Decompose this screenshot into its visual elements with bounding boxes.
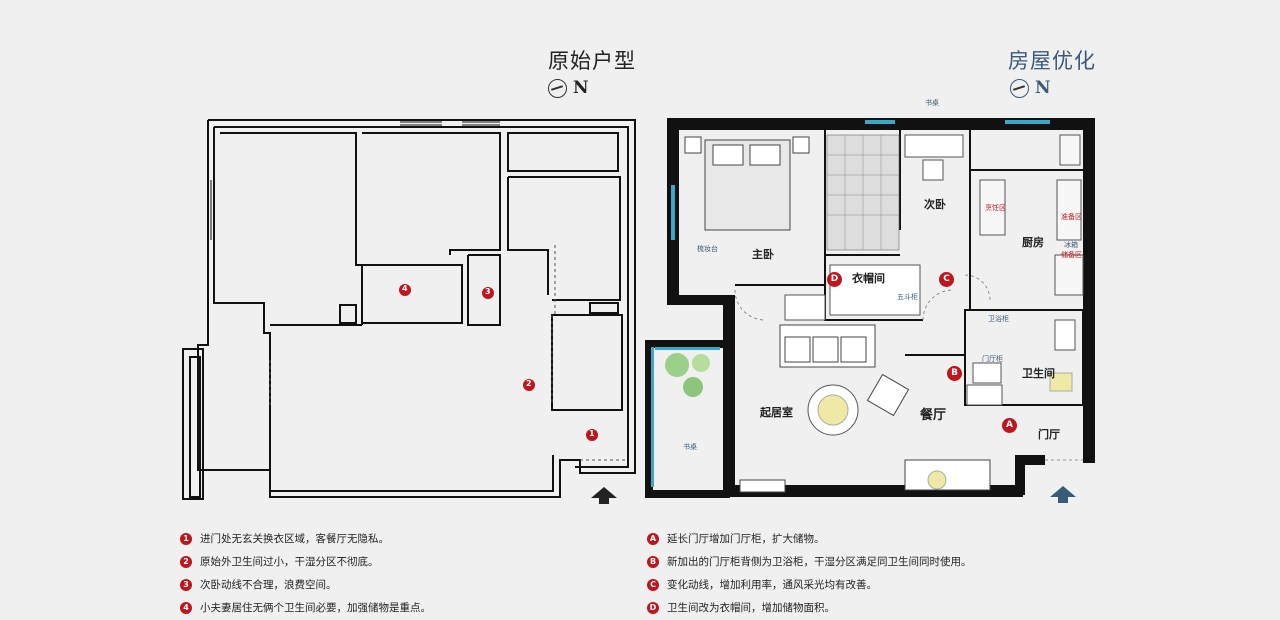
room-foyer: 门厅	[1038, 428, 1060, 441]
original-plan-title: 原始户型	[548, 49, 636, 73]
note-text: 原始外卫生间过小，干湿分区不彻底。	[200, 556, 379, 568]
note-item: B 新加出的门厅柜背侧为卫浴柜，干湿分区满足同卫生间同时使用。	[647, 550, 972, 573]
original-marker-4	[399, 284, 411, 296]
room-dining: 餐厅	[920, 408, 947, 423]
label-dressing-table: 梳妆台	[697, 245, 718, 253]
room-bathroom: 卫生间	[1022, 367, 1055, 380]
note-marker: 2	[180, 555, 192, 568]
north-indicator-left: N	[548, 78, 589, 98]
label-cooking-area: 烹饪区	[985, 204, 1006, 212]
north-indicator-right: N	[1010, 78, 1051, 98]
note-marker: B	[647, 555, 659, 568]
label-fridge: 冰箱	[1064, 241, 1078, 249]
optimized-marker-d: D	[827, 272, 842, 287]
note-item: 2 原始外卫生间过小，干湿分区不彻底。	[180, 550, 431, 573]
note-text: 进门处无玄关换衣区域，客餐厅无隐私。	[200, 533, 389, 545]
notes-left: 1 进门处无玄关换衣区域，客餐厅无隐私。 2 原始外卫生间过小，干湿分区不彻底。 3…	[180, 527, 431, 619]
optimized-marker-c: C	[939, 272, 954, 287]
note-text: 变化动线，增加利用率，通风采光均有改善。	[667, 579, 877, 591]
note-marker: A	[647, 532, 659, 545]
notes-right: A 延长门厅增加门厅柜，扩大储物。 B 新加出的门厅柜背侧为卫浴柜，干湿分区满足同卫…	[647, 527, 972, 619]
note-marker: 3	[180, 578, 192, 591]
note-text: 卫生间改为衣帽间，增加储物面积。	[667, 602, 835, 614]
room-second-bedroom: 次卧	[924, 198, 946, 211]
note-marker: C	[647, 578, 659, 591]
note-item: D 卫生间改为衣帽间，增加储物面积。	[647, 596, 972, 619]
note-text: 延长门厅增加门厅柜，扩大储物。	[667, 533, 825, 545]
label-desk-top: 书桌	[925, 99, 939, 107]
room-cloakroom: 衣帽间	[852, 272, 885, 285]
optimized-plan-title: 房屋优化	[1008, 49, 1096, 73]
label-storage-area: 储备区	[1061, 251, 1082, 259]
entry-arrow-left	[591, 487, 617, 504]
optimized-marker-b: B	[947, 366, 962, 381]
north-label: N	[573, 78, 589, 98]
note-marker: 4	[180, 601, 192, 614]
room-kitchen: 厨房	[1022, 236, 1044, 249]
original-marker-3-label: 3	[485, 287, 491, 296]
note-item: A 延长门厅增加门厅柜，扩大储物。	[647, 527, 972, 550]
original-marker-2	[523, 379, 535, 391]
note-marker: D	[647, 601, 659, 614]
original-marker-2-label: 2	[526, 379, 532, 388]
original-marker-1	[586, 429, 598, 441]
note-marker: 1	[180, 532, 192, 545]
original-marker-4-label: 4	[402, 284, 408, 293]
label-chest: 五斗柜	[897, 293, 918, 301]
note-text: 次卧动线不合理，浪费空间。	[200, 579, 337, 591]
note-item: 4 小夫妻居住无俩个卫生间必要，加强储物是重点。	[180, 596, 431, 619]
label-desk-left: 书桌	[683, 443, 697, 451]
note-text: 新加出的门厅柜背侧为卫浴柜，干湿分区满足同卫生间同时使用。	[667, 556, 972, 568]
label-bath-cabinet: 卫浴柜	[988, 315, 1009, 323]
label-foyer-cabinet: 门厅柜	[982, 355, 1003, 363]
compass-icon	[548, 78, 567, 98]
original-marker-3	[482, 287, 494, 299]
label-prep-area: 准备区	[1061, 213, 1082, 221]
original-marker-1-label: 1	[589, 429, 595, 438]
note-text: 小夫妻居住无俩个卫生间必要，加强储物是重点。	[200, 602, 431, 614]
compass-icon	[1010, 78, 1029, 98]
room-living: 起居室	[760, 406, 793, 419]
note-item: 3 次卧动线不合理，浪费空间。	[180, 573, 431, 596]
note-item: C 变化动线，增加利用率，通风采光均有改善。	[647, 573, 972, 596]
entry-arrow-right	[1050, 486, 1076, 503]
north-label: N	[1035, 78, 1051, 98]
optimized-marker-a: A	[1002, 418, 1017, 433]
room-master-bedroom: 主卧	[752, 248, 774, 261]
original-floor-plan	[182, 119, 636, 500]
note-item: 1 进门处无玄关换衣区域，客餐厅无隐私。	[180, 527, 431, 550]
optimized-floor-plan	[645, 118, 1095, 498]
